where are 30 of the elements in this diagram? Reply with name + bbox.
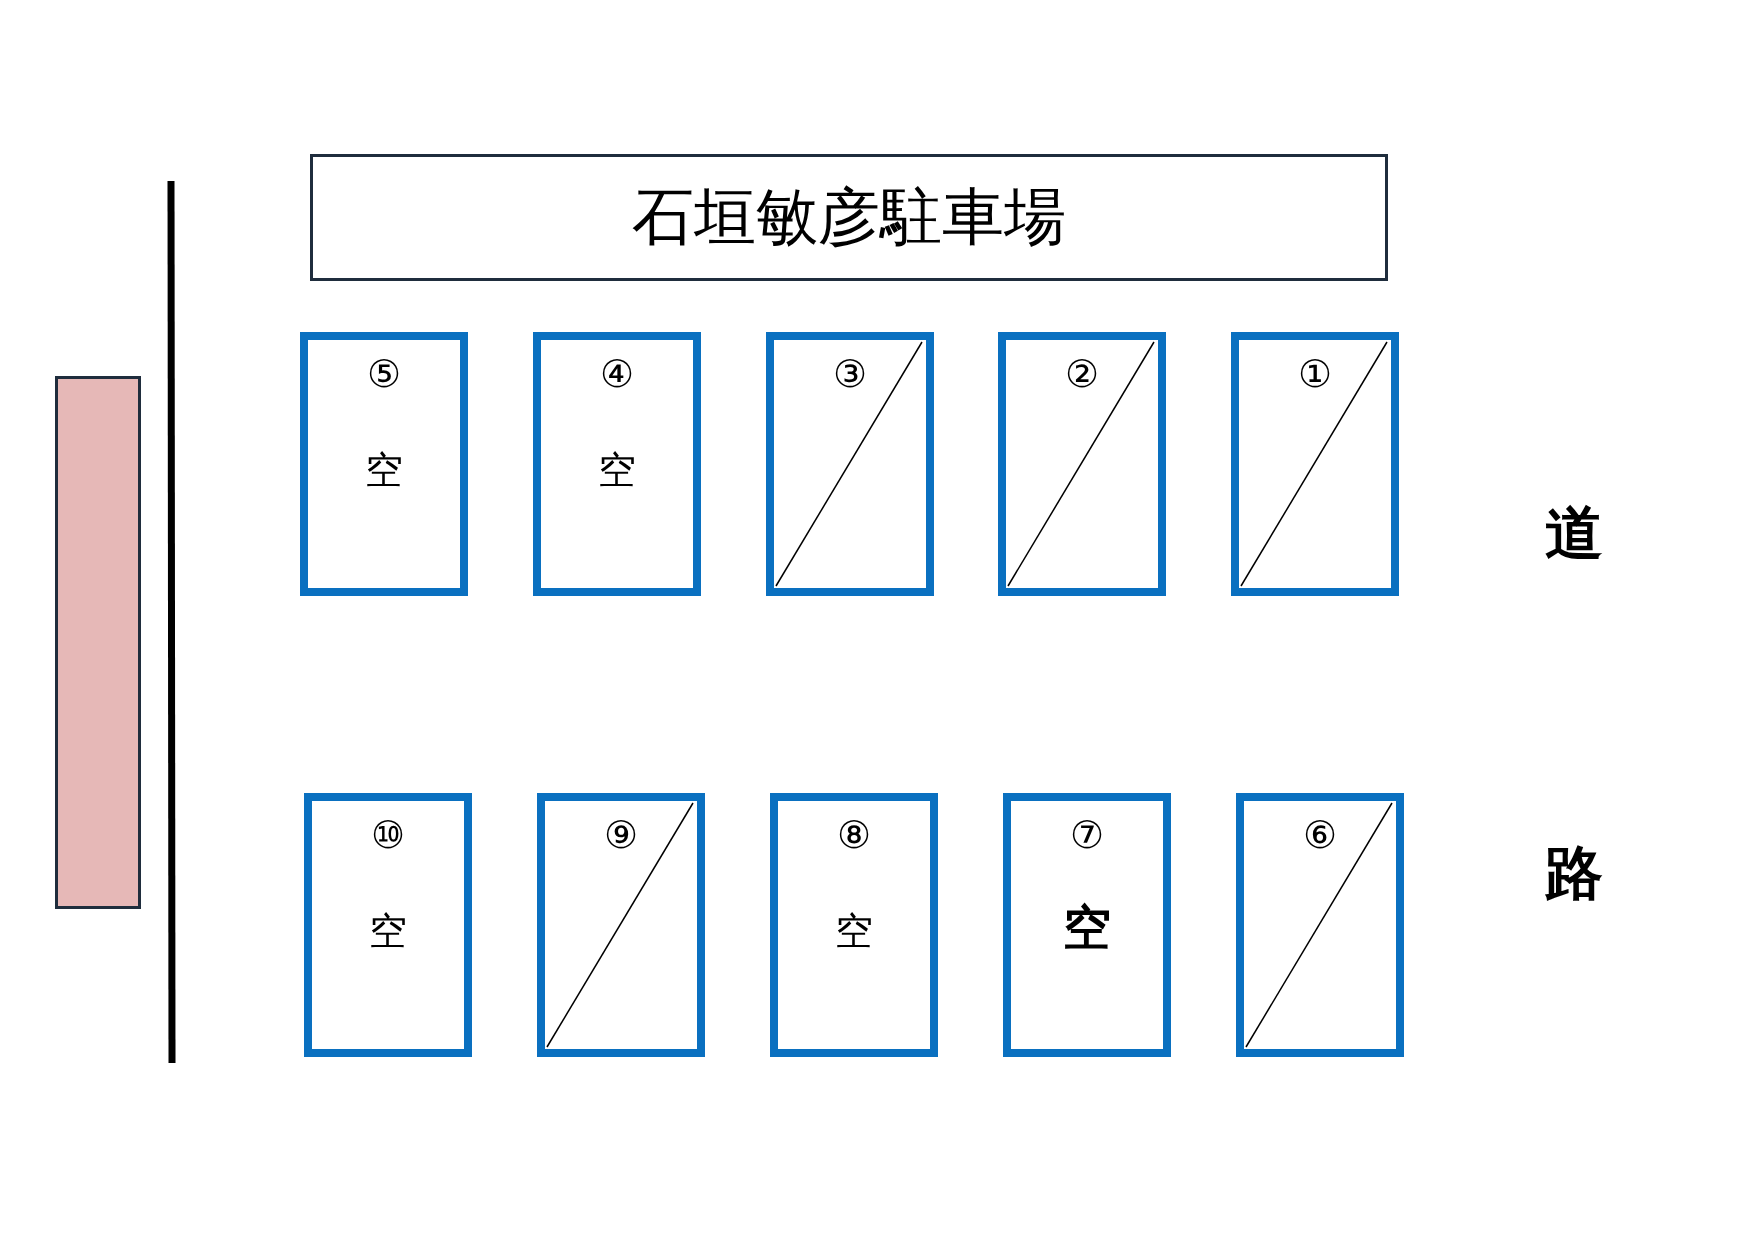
space-number: ⑥ [1301, 813, 1339, 857]
space-number: ⑧ [835, 813, 873, 857]
parking-space [537, 793, 705, 1057]
title-box [310, 154, 1388, 281]
parking-space [304, 793, 472, 1057]
space-number: ④ [598, 352, 636, 396]
space-number: ② [1063, 352, 1101, 396]
space-number: ① [1296, 352, 1334, 396]
status-text: 空 [834, 908, 874, 955]
parking-space [300, 332, 468, 596]
status-text: 空 [597, 447, 637, 494]
space-number: ⑦ [1068, 813, 1106, 857]
road-label: 道 [1545, 498, 1603, 569]
status-text: 空 [368, 908, 408, 955]
space-number: ⑨ [602, 813, 640, 857]
status-text: 空 [364, 447, 404, 494]
parking-space [766, 332, 934, 596]
parking-space [998, 332, 1166, 596]
parking-space [1236, 793, 1404, 1057]
building-box [55, 376, 141, 909]
parking-space [1003, 793, 1171, 1057]
title-text: 石垣敏彦駐車場 [631, 179, 1067, 255]
space-number: ⑩ [369, 813, 407, 857]
status-text: 空 [1062, 898, 1112, 957]
space-number: ③ [831, 352, 869, 396]
road-label: 路 [1545, 838, 1603, 909]
parking-space [1231, 332, 1399, 596]
space-number: ⑤ [365, 352, 403, 396]
parking-space [770, 793, 938, 1057]
parking-space [533, 332, 701, 596]
